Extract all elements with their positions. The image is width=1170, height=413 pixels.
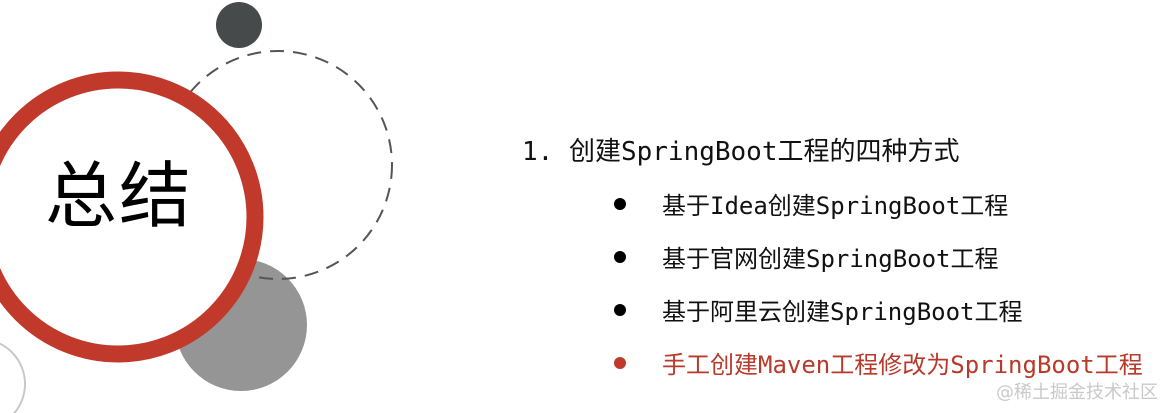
small-outline-circle-icon bbox=[0, 342, 26, 413]
list-item: 基于阿里云创建SpringBoot工程 bbox=[614, 292, 1023, 327]
red-ring-circle-icon bbox=[0, 71, 264, 363]
bullet-icon bbox=[614, 250, 626, 263]
list-item-highlighted: 手工创建Maven工程修改为SpringBoot工程 bbox=[614, 345, 1143, 380]
list-item: 基于官网创建SpringBoot工程 bbox=[614, 239, 999, 274]
bullet-icon bbox=[614, 303, 626, 316]
dark-filled-circle-icon bbox=[216, 2, 262, 48]
bullet-icon bbox=[614, 197, 626, 210]
slide-title: 总结 bbox=[44, 154, 193, 238]
list-item-label: 手工创建Maven工程修改为SpringBoot工程 bbox=[662, 351, 1143, 379]
bullet-icon bbox=[614, 356, 626, 369]
section-heading: 1. 创建SpringBoot工程的四种方式 bbox=[522, 137, 960, 167]
list-item-label: 基于官网创建SpringBoot工程 bbox=[662, 245, 999, 273]
list-item-label: 基于阿里云创建SpringBoot工程 bbox=[662, 298, 1023, 326]
watermark: @稀土掘金技术社区 bbox=[996, 382, 1158, 403]
list-item: 基于Idea创建SpringBoot工程 bbox=[614, 186, 1008, 221]
list-item-label: 基于Idea创建SpringBoot工程 bbox=[662, 192, 1009, 220]
